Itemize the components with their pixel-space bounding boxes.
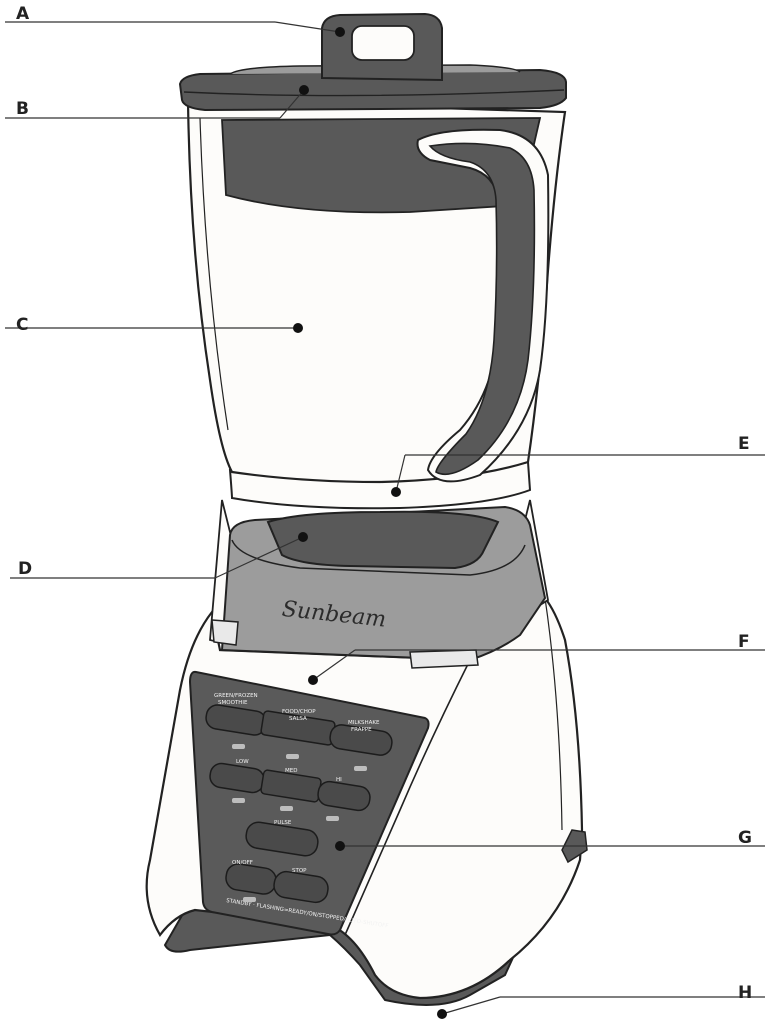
pulse-button[interactable]	[244, 821, 319, 858]
blender-jar	[186, 98, 567, 510]
label-g: G	[738, 828, 752, 848]
label-d: D	[18, 559, 32, 579]
label-f: F	[738, 632, 750, 652]
label-c: C	[16, 315, 28, 335]
callout-a: A	[5, 4, 345, 37]
callout-b: B	[5, 85, 309, 119]
indicator-light	[280, 806, 293, 811]
indicator-light	[354, 766, 367, 771]
preset-1-label: GREEN/FROZEN	[214, 693, 258, 699]
speed-hi-label: HI	[336, 777, 342, 783]
callout-d: D	[10, 532, 308, 579]
preset-2-label: FOOD/CHOP	[282, 709, 316, 715]
label-a: A	[16, 4, 30, 24]
label-h: H	[738, 983, 752, 1003]
callout-c: C	[5, 315, 303, 335]
preset-buttons-row: GREEN/FROZEN SMOOTHIE FOOD/CHOP SALSA MI…	[205, 693, 394, 771]
label-e: E	[738, 434, 750, 454]
pulse-label: PULSE	[274, 820, 292, 826]
indicator-light	[286, 754, 299, 759]
callouts: A B C D E F	[5, 4, 765, 1019]
callout-g: G	[335, 828, 765, 851]
indicator-light	[232, 744, 245, 749]
speed-hi-button[interactable]	[316, 780, 371, 812]
callout-h: H	[437, 983, 765, 1019]
control-panel: GREEN/FROZEN SMOOTHIE FOOD/CHOP SALSA MI…	[188, 670, 430, 936]
standby-indicator-light	[243, 897, 256, 902]
callout-e: E	[391, 434, 765, 497]
lid-cap	[321, 12, 443, 82]
stop-button[interactable]	[272, 870, 329, 904]
speed-buttons-row: LOW MED HI	[209, 759, 371, 821]
preset-2b-label: SALSA	[289, 716, 307, 722]
indicator-light	[326, 816, 339, 821]
on-off-label: ON/OFF	[232, 860, 253, 866]
indicator-light	[232, 798, 245, 803]
label-b: B	[16, 99, 29, 119]
speed-med-label: MED	[285, 768, 297, 774]
preset-3b-label: FRAPPE	[351, 727, 372, 733]
speed-low-label: LOW	[236, 759, 249, 765]
preset-3-label: MILKSHAKE	[348, 720, 380, 726]
preset-milkshake-button[interactable]	[329, 723, 394, 756]
stop-label: STOP	[292, 868, 307, 874]
jar-collar: Sunbeam	[209, 499, 549, 669]
preset-1b-label: SMOOTHIE	[218, 700, 248, 706]
callout-f: F	[308, 632, 765, 685]
